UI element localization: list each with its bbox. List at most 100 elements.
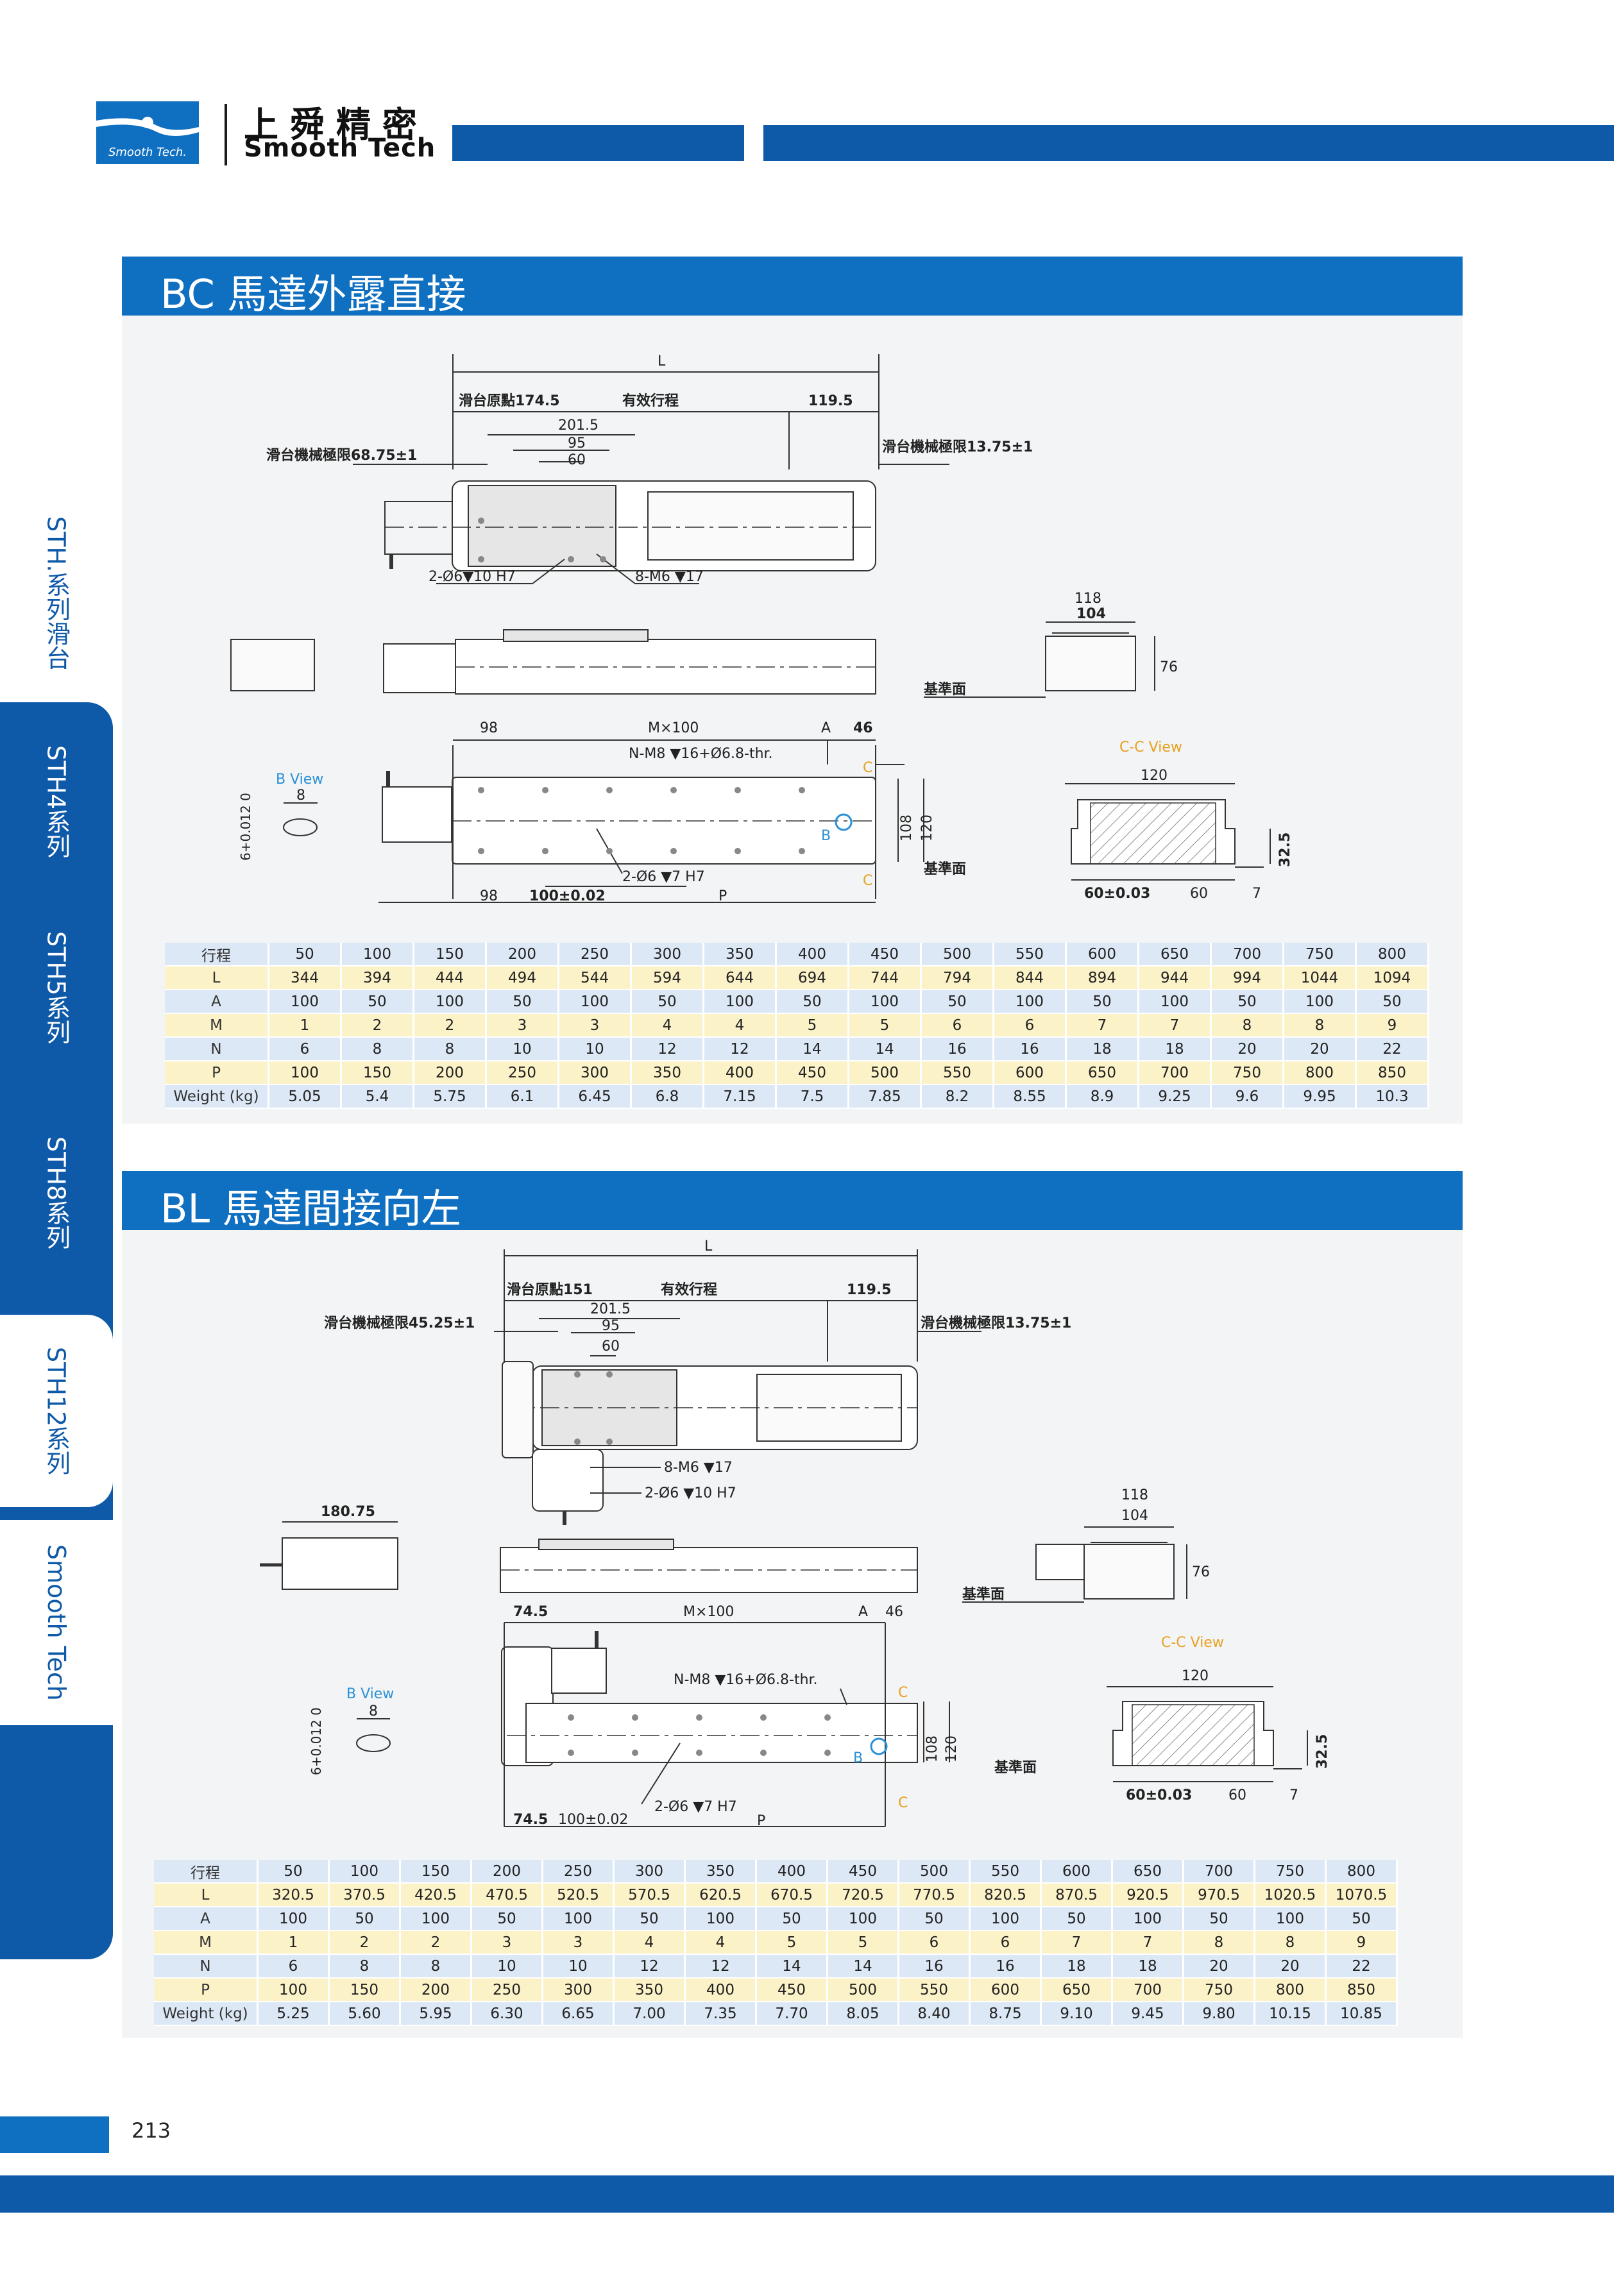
sidebar-tab-sth12[interactable]: STH12系列 (0, 1315, 113, 1507)
table-cell: 750 (1283, 943, 1357, 967)
table-cell: 100 (1138, 990, 1212, 1014)
table-cell: 6 (268, 1037, 342, 1061)
table-cell: 9.80 (1183, 2002, 1255, 2026)
table-cell: 750 (1254, 1860, 1327, 1884)
sidebar-tab-sth5[interactable]: STH5系列 (0, 898, 113, 1077)
sidebar-tab-sth-series[interactable]: STH.系列滑台 (0, 487, 113, 699)
table-cell: 6.1 (486, 1085, 559, 1109)
table-cell: 22 (1355, 1037, 1429, 1061)
cc-dim-60a: 60±0.03 (1126, 1787, 1192, 1803)
table-cell: 6.8 (631, 1085, 704, 1109)
table-cell: 100 (257, 1978, 330, 2002)
dim-100: 100±0.02 (558, 1812, 628, 1828)
table-cell: 2 (413, 1013, 487, 1038)
table-cell: 7.35 (684, 2002, 757, 2026)
table-cell: 450 (827, 1860, 899, 1884)
dim-46: 46 (853, 720, 873, 736)
dim-180: 180.75 (321, 1504, 375, 1520)
table-cell: 944 (1138, 966, 1212, 990)
section-title: BC 馬達外露直接 (160, 271, 466, 317)
table-cell: 300 (542, 1978, 615, 2002)
table-cell: 970.5 (1183, 1883, 1255, 1907)
thread-callout: N-M8 ▼16+Ø6.8-thr. (674, 1672, 818, 1688)
table-cell: 100 (827, 1907, 899, 1931)
sidebar-tab-sth4[interactable]: STH4系列 (0, 712, 113, 891)
table-cell: 844 (993, 966, 1067, 990)
table-cell: 6 (921, 1013, 994, 1038)
table-cell: 4 (631, 1013, 704, 1038)
sidebar-tab-sth8[interactable]: STH8系列 (0, 1103, 113, 1283)
sidebar-tab-smooth-tech[interactable]: Smooth Tech (0, 1520, 113, 1725)
table-cell: 1 (257, 1930, 330, 1955)
table-cell: 544 (558, 966, 632, 990)
table-cell: 12 (613, 1954, 686, 1979)
table-cell: 9.6 (1210, 1085, 1284, 1109)
page-number: 213 (132, 2118, 171, 2143)
sidebar-tab-label: STH.系列滑台 (42, 516, 71, 670)
table-cell: 10 (486, 1037, 559, 1061)
table-cell: 50 (471, 1907, 543, 1931)
table-cell: 100 (1254, 1907, 1327, 1931)
table-cell: 994 (1210, 966, 1284, 990)
dim-p: P (718, 888, 727, 904)
dim-l: L (704, 1238, 713, 1254)
table-cell: 600 (1041, 1860, 1113, 1884)
table-cell: 594 (631, 966, 704, 990)
dim-l: L (658, 353, 666, 369)
dim-limit-left: 滑台機械極限45.25±1 (324, 1315, 475, 1331)
table-cell: 520.5 (542, 1883, 615, 1907)
table-cell: 9.25 (1138, 1085, 1212, 1109)
table-cell: 300 (558, 1061, 632, 1085)
table-cell: 570.5 (613, 1883, 686, 1907)
row-header: 行程 (154, 1860, 259, 1884)
section-mark-c2: C (898, 1795, 908, 1811)
sidebar-tab-label: Smooth Tech (42, 1544, 71, 1701)
table-cell: 420.5 (400, 1883, 472, 1907)
dim-98: 98 (480, 720, 498, 736)
dim-76: 76 (1160, 659, 1178, 675)
cc-dim-60a: 60±0.03 (1084, 886, 1150, 902)
table-cell: 4 (703, 1013, 777, 1038)
table-cell: 7.5 (776, 1085, 849, 1109)
table-cell: 8.75 (969, 2002, 1042, 2026)
table-cell: 894 (1066, 966, 1139, 990)
dim-origin: 滑台原點151 (507, 1281, 593, 1298)
view-mark-b: B (853, 1750, 863, 1766)
dim-118: 118 (1121, 1487, 1148, 1503)
row-header: M (165, 1013, 269, 1038)
table-cell: 12 (684, 1954, 757, 1979)
dim-limit-left: 滑台機械極限68.75±1 (266, 447, 417, 464)
table-cell: 100 (1112, 1907, 1184, 1931)
dim-mx100: M×100 (648, 720, 699, 736)
dim-limit-right: 滑台機械極限13.75±1 (882, 439, 1033, 455)
table-cell: 8 (1183, 1930, 1255, 1955)
brand-name-chinese: 上舜精密 (244, 105, 429, 145)
table-cell: 350 (703, 943, 777, 967)
table-cell: 1020.5 (1254, 1883, 1327, 1907)
table-cell: 750 (1210, 1061, 1284, 1085)
dim-108: 108 (899, 815, 915, 841)
table-cell: 600 (969, 1978, 1042, 2002)
table-cell: 450 (776, 1061, 849, 1085)
table-cell: 50 (268, 943, 342, 967)
dim-8: 8 (369, 1703, 378, 1719)
view-mark-b: B (821, 828, 831, 844)
table-cell: 4 (684, 1930, 757, 1955)
table-cell: 5 (776, 1013, 849, 1038)
section-header-bc: BC 馬達外露直接 (122, 257, 1463, 317)
cc-dim-60b: 60 (1190, 886, 1208, 902)
hole-callout-1: 2-Ø6▼10 H7 (429, 569, 516, 585)
dim-745: 74.5 (513, 1604, 548, 1620)
table-cell: 100 (413, 990, 487, 1014)
dim-104: 104 (1121, 1508, 1148, 1524)
table-cell: 694 (776, 966, 849, 990)
table-cell: 644 (703, 966, 777, 990)
table-cell: 8 (413, 1037, 487, 1061)
hole-callout-1: 2-Ø6 ▼10 H7 (645, 1485, 736, 1501)
table-cell: 800 (1355, 943, 1429, 967)
row-header: L (154, 1883, 259, 1907)
